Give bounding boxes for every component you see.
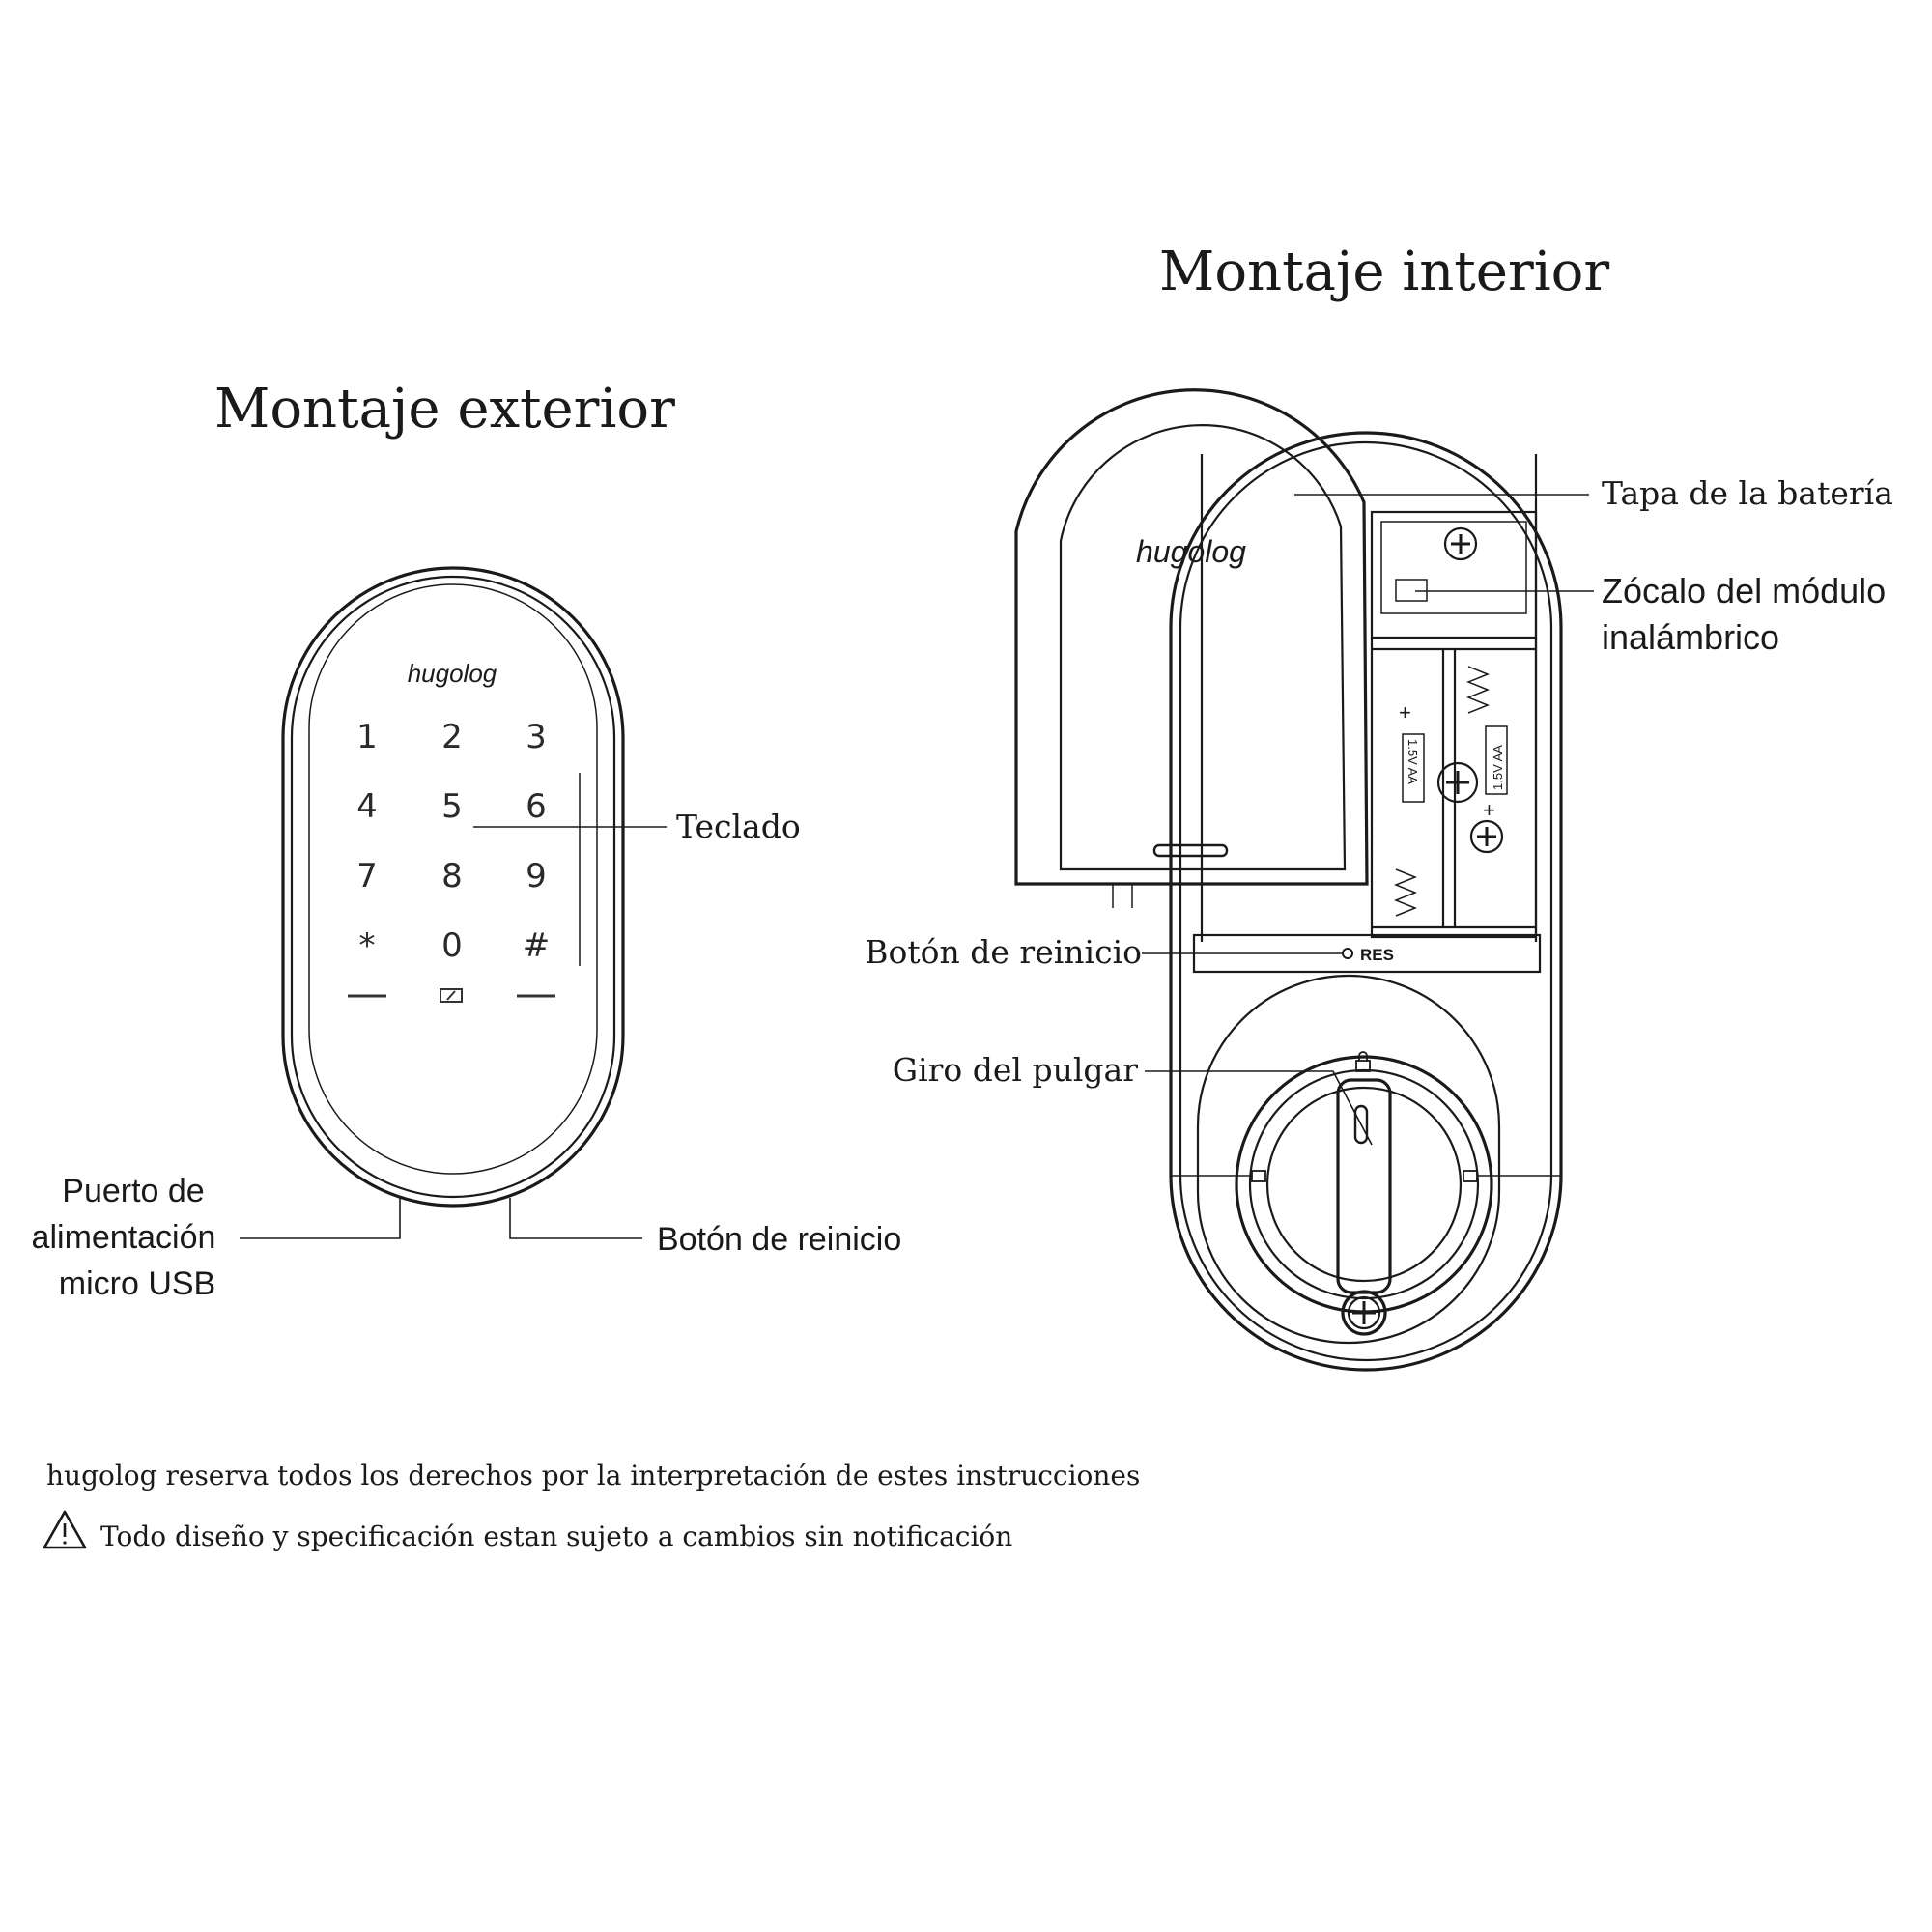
usb-leader: [240, 1198, 401, 1239]
interior-logo: hugolog: [1136, 534, 1246, 569]
res-marking: RES: [1360, 946, 1394, 964]
battery-cover[interactable]: [1014, 388, 1369, 908]
lock-position-icon: [1355, 1051, 1371, 1072]
footer-rights: hugolog reserva todos los derechos por l…: [46, 1460, 1140, 1492]
battery-cover-label: Tapa de la batería: [1602, 474, 1893, 512]
bottom-screw-icon: [1341, 1290, 1387, 1336]
key-4[interactable]: 4: [356, 787, 378, 826]
keypad-label: Teclado: [676, 808, 801, 845]
key-7[interactable]: 7: [356, 857, 378, 895]
exterior-keypad-device: [281, 566, 625, 1208]
usb-label-line3: micro USB: [59, 1265, 215, 1302]
battery-compartment: 1.5V AA 1.5V AA + +: [1370, 510, 1538, 939]
usb-label-line2: alimentación: [32, 1219, 216, 1256]
exterior-title: Montaje exterior: [214, 378, 675, 440]
battery-indicator-icon: [440, 988, 463, 1003]
wireless-label-line2: inalámbrico: [1602, 617, 1779, 657]
wireless-label-line1: Zócalo del módulo: [1602, 571, 1886, 611]
key-2[interactable]: 2: [441, 718, 463, 756]
key-6[interactable]: 6: [526, 787, 547, 826]
unlock-right-icon: [1463, 1170, 1478, 1182]
unlock-left-icon: [1251, 1170, 1266, 1182]
key-5[interactable]: 5: [441, 787, 463, 826]
exterior-logo: hugolog: [408, 659, 497, 688]
thumb-turn-slot-icon: [1353, 1104, 1369, 1145]
screw-right-icon: [1469, 819, 1504, 854]
interior-reset-label: Botón de reinicio: [865, 933, 1142, 971]
battery-marking-left: 1.5V AA: [1406, 739, 1420, 784]
key-hash[interactable]: #: [523, 926, 551, 965]
interior-title: Montaje interior: [1159, 241, 1609, 303]
usb-label-line1: Puerto de: [62, 1173, 204, 1209]
exterior-reset-label: Botón de reinicio: [657, 1221, 901, 1258]
thumb-turn-label: Giro del pulgar: [893, 1051, 1138, 1089]
exterior-reset-leader: [509, 1198, 642, 1239]
key-8[interactable]: 8: [441, 857, 463, 895]
thumb-turn-leader: [1145, 1070, 1373, 1146]
key-1[interactable]: 1: [356, 718, 378, 756]
interior-base-housing: [1169, 431, 1563, 1372]
plus-sign-icon: +: [1399, 700, 1411, 724]
plus-sign-icon: +: [1483, 798, 1495, 822]
warning-triangle-icon: [43, 1510, 87, 1549]
screw-top-icon: [1443, 526, 1478, 561]
key-0[interactable]: 0: [441, 926, 463, 965]
footer-notice: Todo diseño y specificación estan sujeto…: [100, 1520, 1012, 1552]
cover-latch-icon: [1152, 843, 1229, 858]
keypad: 1 2 3 4 5 6 7 8 9 * 0 #: [348, 718, 555, 1003]
res-button-icon[interactable]: [1342, 948, 1353, 959]
key-9[interactable]: 9: [526, 857, 547, 895]
battery-screw-icon: [1436, 761, 1479, 804]
thumb-turn[interactable]: [1171, 1051, 1561, 1314]
key-3[interactable]: 3: [526, 718, 547, 756]
key-star[interactable]: *: [359, 926, 376, 965]
battery-marking-right: 1.5V AA: [1491, 745, 1505, 790]
